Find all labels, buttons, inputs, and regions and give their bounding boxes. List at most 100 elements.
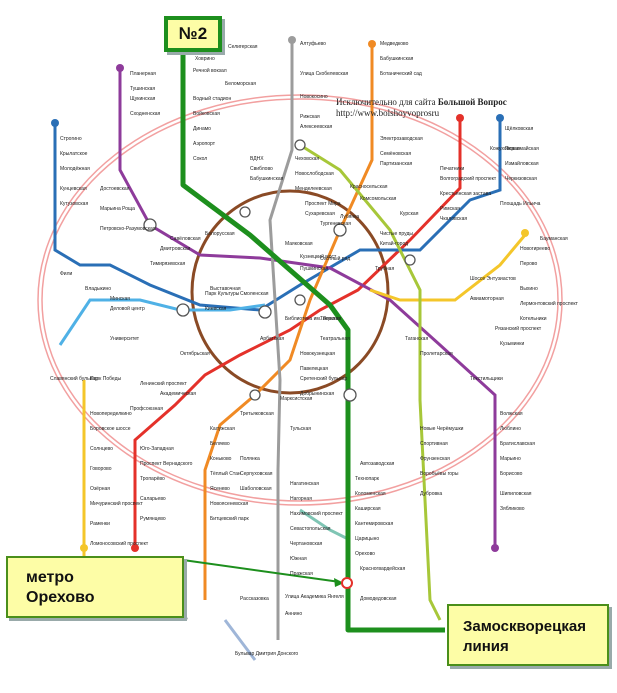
station-label: Алексеевская — [300, 124, 333, 130]
station-callout-line2: Орехово — [26, 589, 95, 606]
station-label: Люблино — [500, 426, 521, 432]
station-label: Фили — [60, 271, 73, 277]
line-callout-line1: Замоскворецкая — [463, 618, 586, 635]
station-label: Нагорная — [290, 496, 312, 502]
station-label: ВДНХ — [250, 156, 264, 162]
station-label: Полянка — [240, 456, 260, 462]
station-label: Кутузовская — [60, 201, 88, 207]
station-label: Китай-город — [380, 240, 408, 247]
station-label: Парк Победы — [90, 376, 122, 382]
station-label: Рижская — [300, 114, 320, 120]
station-label: Щёлковская — [505, 126, 534, 132]
credit-site: Большой Вопрос — [437, 97, 507, 107]
station-label: Лермонтовский проспект — [520, 300, 579, 307]
station-label: Котельники — [520, 316, 547, 322]
station-label: Киевская — [205, 306, 227, 312]
station-label: Курская — [400, 211, 419, 217]
station-label: Аннино — [285, 611, 302, 617]
station-label: Планерная — [130, 71, 156, 77]
station-label: Рязанский проспект — [495, 325, 542, 332]
station-label: Медведково — [380, 41, 409, 47]
station-label: Братиславская — [500, 441, 535, 447]
station-label: Щукинская — [130, 96, 156, 102]
line-number-text: №2 — [178, 24, 208, 43]
station-label: Сретенский бульвар — [300, 375, 347, 382]
site-credit: Исключительно для сайта Большой Вопрос h… — [336, 97, 507, 119]
station-label: Новослободская — [295, 171, 334, 177]
station-label: Динамо — [193, 126, 211, 132]
station-label: Рассказовка — [240, 596, 269, 602]
sokolnicheskaya-line — [133, 118, 462, 545]
station-label: Марьино — [500, 456, 521, 462]
station-label: Выставочная — [210, 286, 241, 292]
station-label: Говорово — [90, 466, 112, 472]
station-label: Тургеневская — [320, 221, 351, 227]
station-callout-line1: метро — [26, 569, 74, 586]
station-label: Чертановская — [290, 541, 323, 547]
station-label: Юго-Западная — [140, 446, 174, 452]
station-label: Кузьминки — [500, 341, 524, 347]
station-label: Библиотека им. Ленина — [285, 316, 340, 322]
kakhovskaya-line — [299, 508, 351, 542]
station-label: Кунцевская — [60, 186, 87, 192]
station-label: Маяковская — [285, 241, 313, 247]
kalininskaya-line — [369, 234, 527, 302]
station-label: Зябликово — [500, 506, 525, 512]
station-label: Авиамоторная — [470, 296, 504, 302]
line-number-callout: №2 — [164, 16, 222, 52]
orekhovo-station-marker — [341, 577, 353, 589]
line-callout-line2: линия — [463, 638, 509, 655]
station-label: Дубровка — [420, 491, 442, 497]
station-label: Боровское шоссе — [90, 426, 131, 432]
station-label: Смоленская — [240, 291, 269, 297]
station-label: Нахимовский проспект — [290, 510, 344, 517]
station-label: Текстильщики — [470, 376, 503, 382]
station-label: Улица Академика Янгеля — [285, 594, 344, 600]
station-label: Пролетарская — [420, 351, 453, 357]
station-label: Волжская — [500, 411, 523, 417]
station-label: Аэропорт — [193, 141, 216, 147]
station-label: Строгино — [60, 136, 82, 142]
station-label: Алтуфьево — [300, 41, 326, 47]
station-label: Славянский бульвар — [50, 375, 98, 382]
station-label: Первомайская — [505, 145, 539, 152]
station-label: Шаболовская — [240, 486, 272, 492]
station-callout: метро Орехово — [6, 556, 184, 618]
kaluzhsko-rizhskaya-line — [203, 45, 374, 600]
station-label: Спортивная — [420, 441, 448, 447]
station-label: Чкаловская — [440, 216, 467, 222]
station-label: Нагатинская — [290, 481, 319, 487]
station-label: Охотный ряд — [320, 255, 350, 262]
station-label: Трубная — [375, 266, 394, 272]
station-label: Академическая — [160, 391, 196, 397]
station-label: Университет — [110, 336, 140, 342]
station-label: Свиблово — [250, 166, 273, 172]
station-label: Беломорская — [225, 81, 256, 87]
station-label: Кузнецкий мост — [300, 253, 337, 260]
arrow-head-icon — [334, 578, 344, 587]
station-label: Белорусская — [205, 231, 235, 237]
station-label: Новые Черёмушки — [420, 426, 464, 432]
station-label: Молодёжная — [60, 166, 90, 172]
station-label: Электрозаводская — [380, 136, 423, 142]
station-label: Тёплый Стан — [210, 470, 241, 477]
station-label: Выхино — [520, 286, 538, 292]
station-label: Театральная — [320, 336, 350, 342]
station-label: Деловой центр — [110, 305, 145, 312]
station-label: Коломенская — [355, 491, 386, 497]
station-label: Чеховская — [295, 156, 319, 162]
station-label: Менделеевская — [295, 186, 332, 192]
station-label: Каширская — [355, 506, 381, 512]
station-label: Битцевский парк — [210, 515, 249, 522]
station-label: Домодедовская — [360, 596, 397, 602]
station-label: Римская — [440, 206, 460, 212]
station-label: Партизанская — [380, 161, 413, 167]
station-label: Автозаводская — [360, 461, 395, 467]
station-label: Новогиреево — [520, 246, 550, 252]
station-label: Новокосино — [300, 94, 328, 100]
station-label: Технопарк — [355, 476, 380, 482]
station-label: Новоясеневская — [210, 501, 248, 507]
station-label: Митино — [170, 616, 188, 622]
